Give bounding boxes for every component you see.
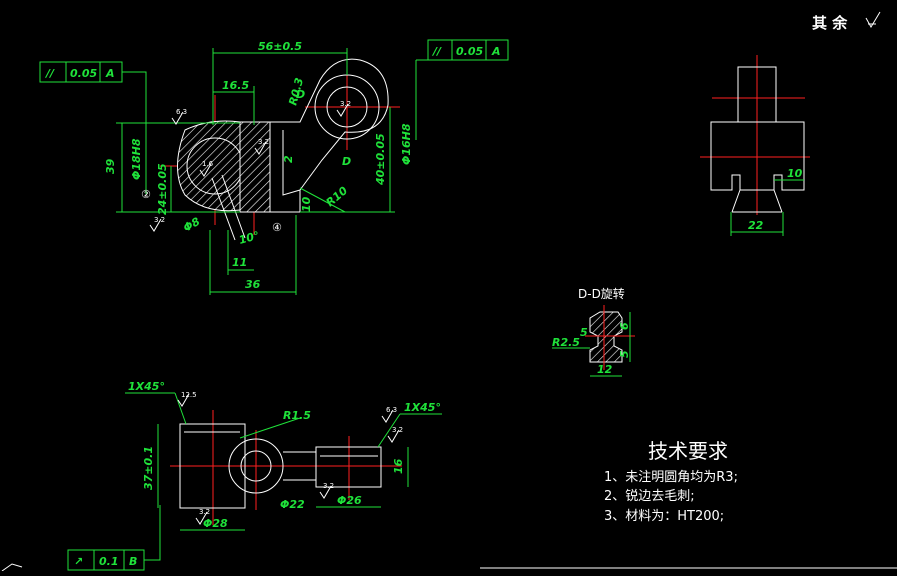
dim-37: 37±0.1 xyxy=(142,446,155,490)
dim-r15: R1.5 xyxy=(283,409,311,422)
dim-6: 6 xyxy=(618,322,631,330)
dim-10: 10 xyxy=(787,167,803,180)
tech-item: 1、未注明圆角均为R3; xyxy=(604,470,738,485)
roughness-icon xyxy=(149,218,162,232)
tech-item: 2、锐边去毛刺; xyxy=(604,489,695,504)
svg-text:3.2: 3.2 xyxy=(199,508,210,516)
web-section xyxy=(239,121,271,213)
tolerance-frame-2: // 0.05 A xyxy=(427,39,509,61)
dd-section xyxy=(589,311,623,363)
svg-text:3.2: 3.2 xyxy=(340,100,351,108)
dim-angle-10: 10° xyxy=(237,229,260,247)
svg-text:B: B xyxy=(129,555,137,568)
dim-40: 40±0.05 xyxy=(374,133,387,186)
section-title: D-D旋转 xyxy=(578,286,625,301)
svg-text:3.2: 3.2 xyxy=(258,138,269,146)
oil-hole xyxy=(211,174,246,241)
runout-icon: ↗ xyxy=(74,555,83,568)
dim-dia-22: Φ22 xyxy=(280,498,305,511)
svg-text:3.2: 3.2 xyxy=(323,482,334,490)
svg-text:0.05: 0.05 xyxy=(456,45,483,58)
dim-11: 11 xyxy=(232,256,247,269)
svg-text:1.6: 1.6 xyxy=(202,160,214,168)
roughness-icon xyxy=(195,511,208,525)
tech-requirements: 技术要求 1、未注明圆角均为R3; 2、锐边去毛刺; 3、材料为：HT200; xyxy=(604,439,738,524)
dim-5: 5 xyxy=(580,326,588,339)
datum-mark: ④ xyxy=(272,221,282,234)
dim-dia-28: Φ28 xyxy=(203,517,228,530)
dim-5b: 5 xyxy=(618,350,631,358)
dim-39: 39 xyxy=(104,158,117,174)
dim-dia-8: Φ8 xyxy=(181,215,203,235)
svg-text:A: A xyxy=(105,67,115,80)
tolerance-frame-3: ↗ 0.1 B xyxy=(67,505,161,571)
roughness-icon xyxy=(387,429,400,443)
datum-mark: ② xyxy=(141,188,151,201)
roughness-note-other: 其 余 xyxy=(812,11,881,32)
dim-10: 10 xyxy=(300,196,313,212)
dim-56: 56±0.5 xyxy=(258,40,302,53)
bore-16 xyxy=(326,86,368,128)
roughness-icon xyxy=(254,141,267,155)
section-mark-d: D xyxy=(342,155,351,168)
arm-outline xyxy=(270,58,389,212)
parallelism-icon: // xyxy=(44,67,55,80)
roughness-icon xyxy=(171,111,184,125)
roughness-icon xyxy=(199,163,212,177)
dim-r10: R10 xyxy=(324,184,351,209)
dim-22: 22 xyxy=(748,219,764,232)
dim-r25: R2.5 xyxy=(552,336,580,349)
svg-text:6.3: 6.3 xyxy=(386,406,397,414)
dim-dia-16: Φ16H8 xyxy=(400,123,413,165)
chamfer-left: 1X45° xyxy=(128,380,165,393)
roughness-icon xyxy=(319,485,332,499)
tolerance-frame-1: // 0.05 A xyxy=(39,61,147,138)
tech-item: 3、材料为：HT200; xyxy=(604,509,724,524)
tech-title: 技术要求 xyxy=(648,439,728,463)
svg-text:12.5: 12.5 xyxy=(181,391,197,399)
svg-text:3.2: 3.2 xyxy=(392,426,403,434)
dim-36: 36 xyxy=(245,278,261,291)
svg-text:0.1: 0.1 xyxy=(99,555,119,568)
dim-dia-26: Φ26 xyxy=(337,494,362,507)
ucs-icon xyxy=(1,563,23,572)
roughness-symbol-icon xyxy=(865,11,881,28)
dim-2: 2 xyxy=(282,155,295,163)
roughness-icon xyxy=(336,103,349,117)
dim-16: 16 xyxy=(392,458,405,474)
roughness-icon xyxy=(381,409,394,423)
left-boss-section xyxy=(177,120,241,212)
roughness-icon xyxy=(177,393,190,407)
dim-24: 24±0.05 xyxy=(156,163,169,215)
parallelism-icon: // xyxy=(431,45,442,58)
dim-dia-18: Φ18H8 xyxy=(130,138,143,180)
chamfer-right: 1X45° xyxy=(404,401,441,414)
side-view: 10 22 xyxy=(700,55,810,236)
bottom-view: 37±0.1 Φ28 Φ22 Φ26 16 R1.5 1X45° 1X45° 1… xyxy=(125,380,442,531)
section-view-dd: D-D旋转 6 5 R2.5 5 12 xyxy=(552,286,635,377)
svg-text:0.05: 0.05 xyxy=(70,67,97,80)
svg-text:6.3: 6.3 xyxy=(176,108,187,116)
corner-note-text: 其 余 xyxy=(812,14,848,32)
svg-text:3.2: 3.2 xyxy=(154,216,165,224)
section-mark-d: D xyxy=(296,88,305,101)
svg-text:A: A xyxy=(491,45,501,58)
dim-16-5: 16.5 xyxy=(222,79,249,92)
dim-12: 12 xyxy=(597,363,613,376)
main-view: 56±0.5 16.5 39 Φ18H8 24±0.05 40±0.05 Φ16… xyxy=(104,40,428,295)
